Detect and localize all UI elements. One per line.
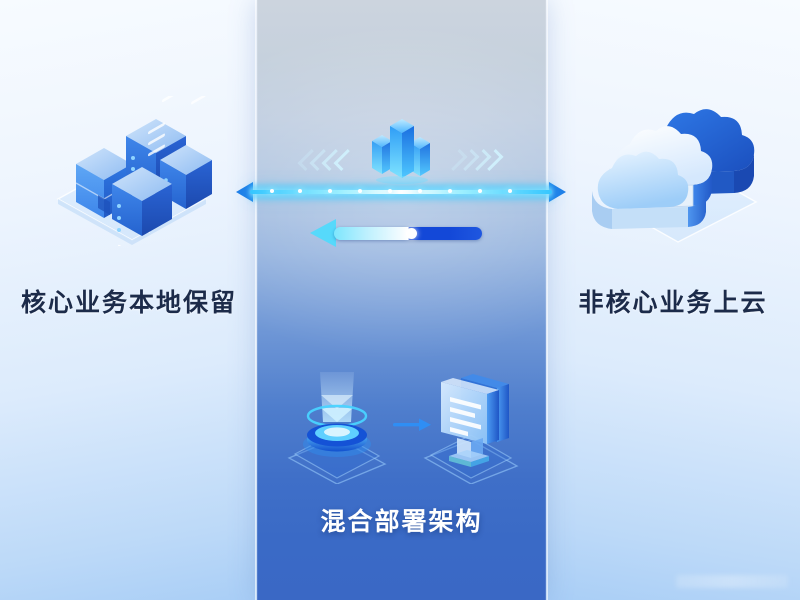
beam-arrow-right-icon xyxy=(549,182,566,202)
bidirectional-data-beam xyxy=(236,178,566,206)
server-rack-datacenter-icon xyxy=(34,68,230,275)
progress-arrow-left-icon xyxy=(310,219,336,247)
data-beam-portal-icon xyxy=(287,372,387,485)
beam-arrow-left-icon xyxy=(236,182,253,202)
center-panel-right-edge xyxy=(545,0,548,600)
center-panel-left-edge xyxy=(255,0,258,600)
monitor-document-icon xyxy=(423,374,519,485)
cloud-stack-icon xyxy=(580,92,776,244)
progress-bar-knob xyxy=(406,228,417,239)
label-core-business-local: 核心业务本地保留 xyxy=(20,289,237,317)
label-hybrid-architecture: 混合部署架构 xyxy=(320,508,483,536)
label-noncore-to-cloud: 非核心业务上云 xyxy=(578,289,768,317)
flow-arrow-icon xyxy=(393,418,431,431)
left-arrow-progress-bar xyxy=(310,215,482,251)
beam-core-line xyxy=(250,190,552,194)
center-panel xyxy=(257,0,546,600)
hybrid-deployment-graphic xyxy=(285,372,520,485)
signal-wave-right-icon xyxy=(445,146,504,176)
signal-wave-left-icon xyxy=(297,146,356,176)
city-towers-icon xyxy=(362,116,442,186)
watermark xyxy=(676,575,788,588)
